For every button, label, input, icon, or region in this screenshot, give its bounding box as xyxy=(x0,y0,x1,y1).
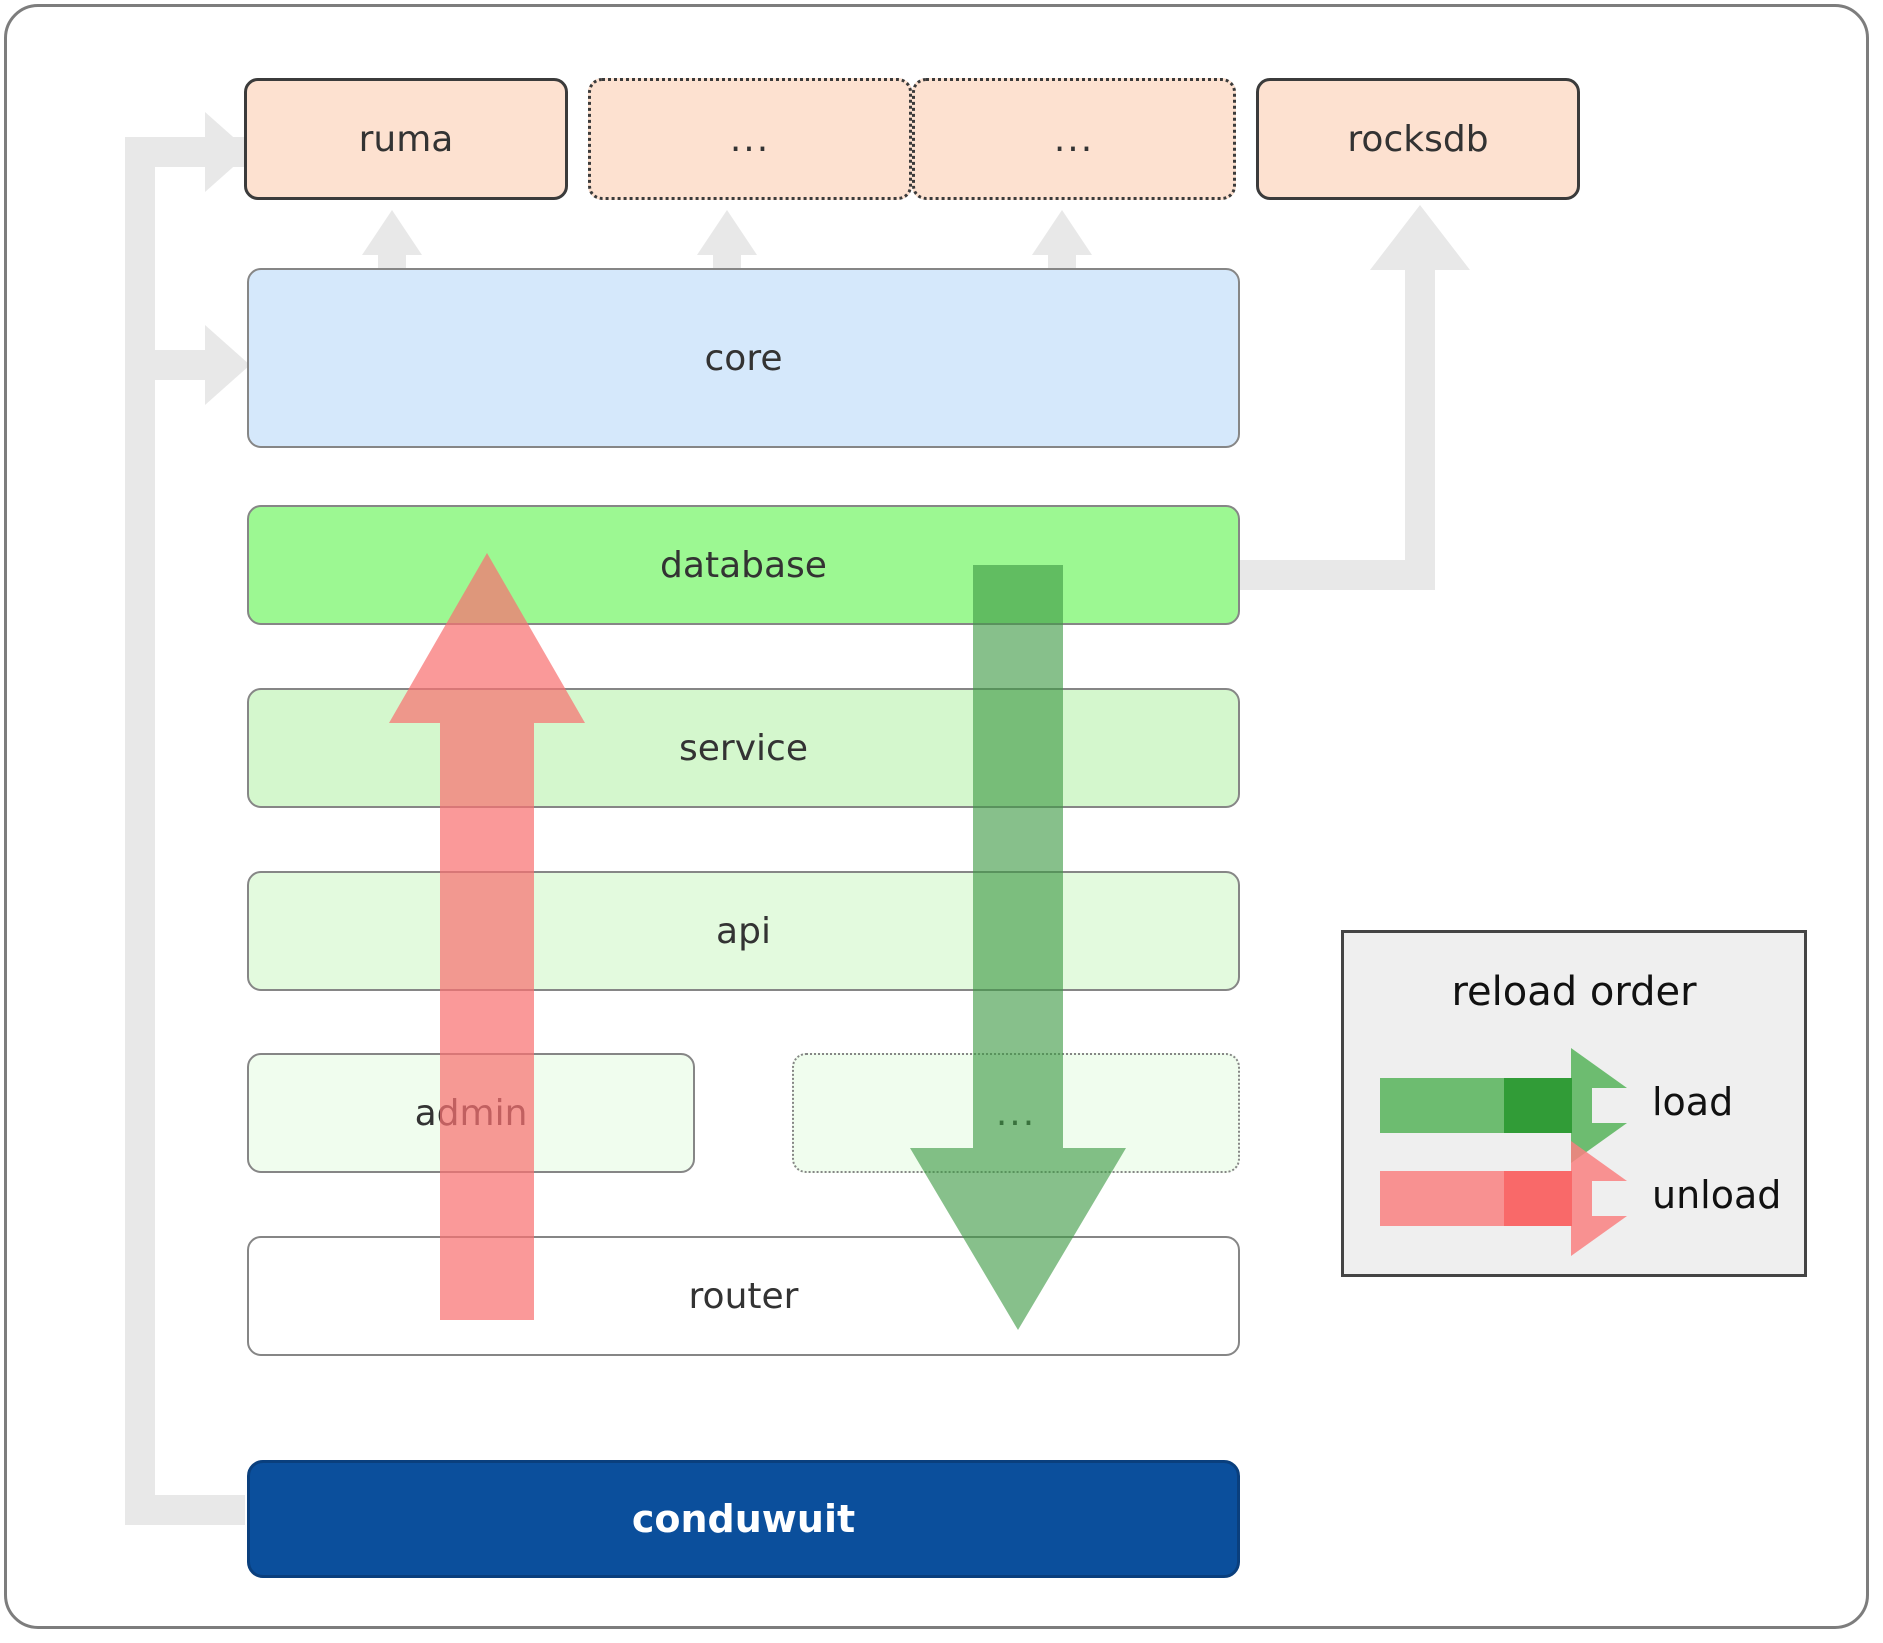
diagram-frame xyxy=(4,4,1869,1629)
layer-api-label: api xyxy=(716,910,771,952)
legend-title: reload order xyxy=(1451,969,1697,1015)
layer-database[interactable]: database xyxy=(247,505,1240,625)
node-ruma[interactable]: ruma xyxy=(244,78,568,200)
legend-label-unload: unload xyxy=(1652,1173,1782,1217)
layer-ellipsis-label: ... xyxy=(995,1092,1037,1134)
node-top-ellipsis-2[interactable]: ... xyxy=(912,78,1236,200)
node-conduwuit-label: conduwuit xyxy=(631,1497,856,1541)
node-top-ellipsis-1[interactable]: ... xyxy=(588,78,912,200)
layer-router-label: router xyxy=(688,1275,799,1317)
layer-admin-label: admin xyxy=(414,1092,528,1134)
layer-api[interactable]: api xyxy=(247,871,1240,991)
layer-database-label: database xyxy=(660,544,827,586)
node-top-ellipsis-2-label: ... xyxy=(1053,118,1095,160)
layer-service-label: service xyxy=(679,727,808,769)
layer-ellipsis[interactable]: ... xyxy=(792,1053,1240,1173)
layer-core[interactable]: core xyxy=(247,268,1240,448)
layer-service[interactable]: service xyxy=(247,688,1240,808)
node-conduwuit[interactable]: conduwuit xyxy=(247,1460,1240,1578)
legend-label-load: load xyxy=(1652,1080,1734,1124)
legend-arrows xyxy=(1380,1048,1627,1256)
layer-router[interactable]: router xyxy=(247,1236,1240,1356)
legend-unload-arrow-icon xyxy=(1380,1141,1627,1256)
legend-load-arrow-icon xyxy=(1380,1048,1627,1163)
layer-core-label: core xyxy=(704,337,783,379)
node-rocksdb[interactable]: rocksdb xyxy=(1256,78,1580,200)
node-ruma-label: ruma xyxy=(358,118,454,160)
node-rocksdb-label: rocksdb xyxy=(1347,118,1489,160)
node-top-ellipsis-1-label: ... xyxy=(729,118,771,160)
legend-panel: reload order load unload xyxy=(1341,930,1807,1277)
layer-admin[interactable]: admin xyxy=(247,1053,695,1173)
